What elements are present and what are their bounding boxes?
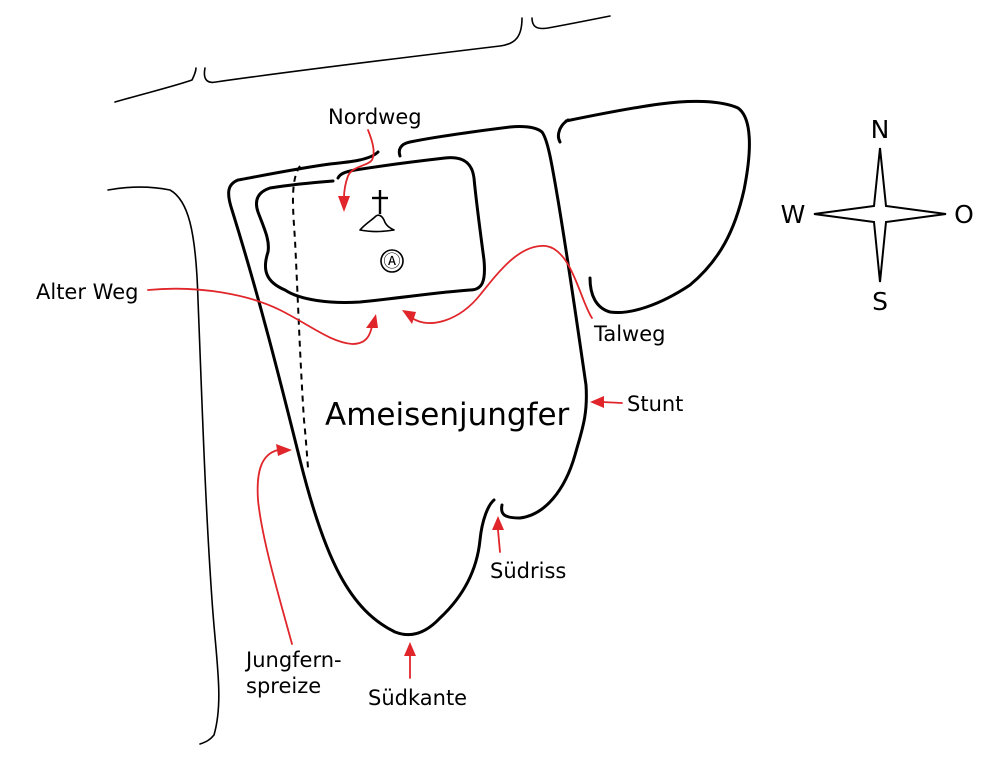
jungfernspreize-route [256,449,293,645]
suedriss-arrowhead [492,516,504,530]
compass-rose-icon: N S W O [781,115,974,316]
alter-weg-route [147,287,373,345]
label-nordweg: Nordweg [328,105,422,129]
jungfernspreize-arrowhead [276,444,292,456]
label-suedkante: Südkante [368,686,467,710]
compass-south: S [872,287,888,316]
neighbor-rock-outline [556,99,751,315]
label-alter-weg: Alter Weg [36,280,138,304]
suedkante-arrowhead [404,642,416,656]
label-stunt: Stunt [627,392,683,416]
route-lines [147,129,623,679]
label-jungfernspreize-line2: spreize [246,674,321,698]
rock-outline [227,125,588,637]
summit-book-icon [359,214,395,233]
terrain-lines [107,15,611,745]
rock-name: Ameisenjungfer [325,397,570,433]
summit-marker: Ⓐ [380,249,404,273]
alter-weg-dashed-line [291,165,309,469]
compass-west: W [781,200,806,229]
alter-weg-arrowhead [366,314,378,328]
nordweg-arrowhead [338,196,350,212]
compass-north: N [871,115,890,144]
summit-cross-icon [372,190,388,214]
stunt-arrowhead [590,396,604,408]
nordweg-route [343,129,375,199]
compass-east: O [954,200,974,229]
label-suedriss: Südriss [490,559,566,583]
talweg-arrowhead [402,310,416,324]
suedriss-route [497,529,501,553]
talweg-route [411,245,593,324]
label-talweg: Talweg [593,322,665,346]
label-jungfernspreize-line1: Jungfern- [244,648,342,672]
stunt-route [601,401,623,404]
svg-text:Ⓐ: Ⓐ [384,252,401,272]
summit-plateau-outline [255,156,486,304]
